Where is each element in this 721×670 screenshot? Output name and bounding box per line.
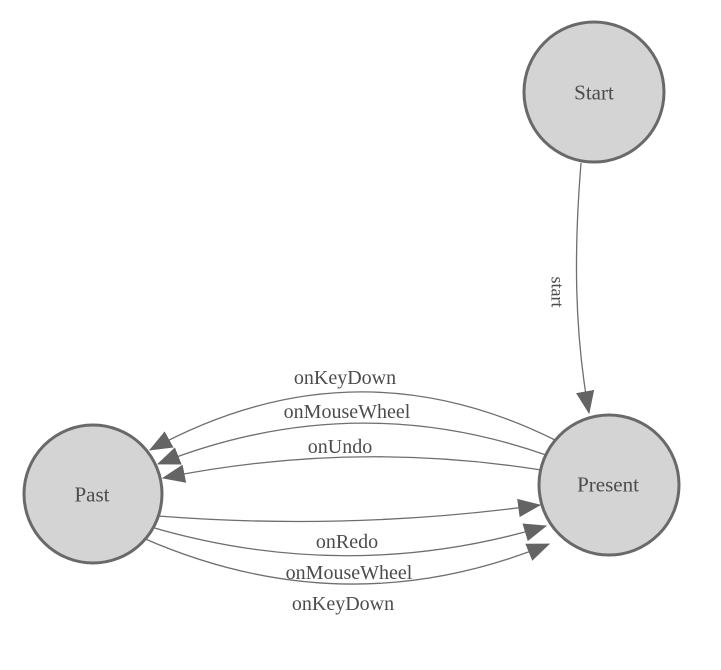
state-node-start[interactable]: Start [522,20,666,164]
edge-onmousewheel-present-to-past[interactable] [156,422,547,465]
edge-label-onundo: onUndo [308,436,372,458]
edge-onredo-past-to-present[interactable] [157,498,542,523]
state-label-start: Start [574,80,614,104]
state-node-past[interactable]: Past [22,423,164,565]
state-circle-present [537,413,681,557]
state-label-present: Present [577,472,639,496]
edge-onundo-present-to-past[interactable] [161,456,542,483]
edge-label-onmousewheel-bottom: onMouseWheel [286,562,413,584]
edge-label-onkeydown-top: onKeyDown [294,367,396,389]
edge-start-to-present[interactable] [575,162,595,415]
edge-onkeydown-past-to-present[interactable] [142,537,551,585]
edge-label-onkeydown-bottom: onKeyDown [292,593,394,615]
edge-label-start: start [548,277,568,308]
state-node-present[interactable]: Present [537,413,681,557]
state-label-past: Past [74,482,109,506]
edge-onkeydown-present-to-past[interactable] [148,391,556,451]
edge-onmousewheel-past-to-present[interactable] [150,523,548,557]
state-circle-start [522,20,666,164]
edge-label-onredo: onRedo [316,531,378,553]
edge-label-onmousewheel-top: onMouseWheel [284,401,411,423]
state-circle-past [22,423,164,565]
